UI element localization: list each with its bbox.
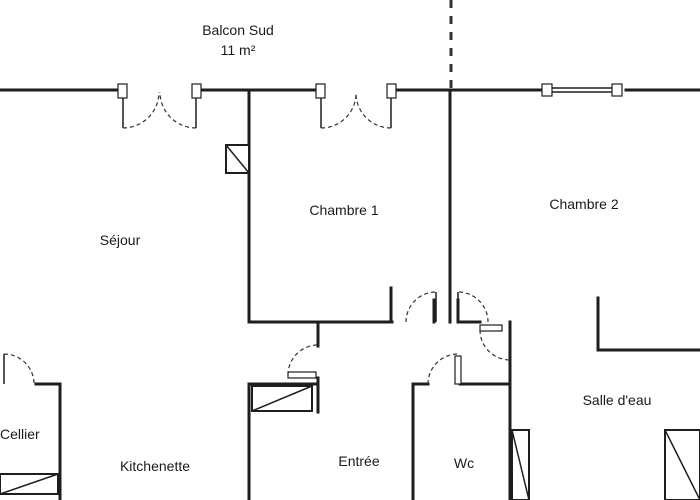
sliding-window: [541, 83, 623, 97]
room-label-chambre2: Chambre 2: [549, 196, 619, 212]
room-label-chambre1: Chambre 1: [309, 202, 379, 218]
door-salle-eau: [479, 324, 511, 361]
room-label-salle-eau: Salle d'eau: [582, 392, 652, 408]
door-chambre1: [405, 291, 437, 323]
door-wc: [427, 353, 462, 385]
room-label-sejour: Séjour: [99, 232, 141, 248]
duct-kitchenette: [251, 385, 313, 412]
door-chambre2: [457, 291, 489, 323]
french-window-chambre1: [315, 83, 397, 129]
balcony-name: Balcon Sud: [202, 22, 274, 38]
duct-sejour: [225, 144, 250, 174]
interior-walls: [34, 88, 700, 500]
room-label-cellier: Cellier: [0, 426, 40, 442]
balcony-area: 11 m²: [220, 42, 256, 58]
duct-cellier: [0, 473, 59, 495]
room-label-wc: Wc: [453, 455, 475, 471]
room-label-entree: Entrée: [338, 453, 380, 469]
french-window-sejour: [117, 83, 202, 129]
room-label-kitchenette: Kitchenette: [119, 458, 191, 474]
door-kitchen-entree: [287, 344, 319, 379]
duct-wc: [511, 429, 530, 500]
door-cellier: [3, 353, 35, 385]
duct-salle-eau: [664, 429, 700, 500]
